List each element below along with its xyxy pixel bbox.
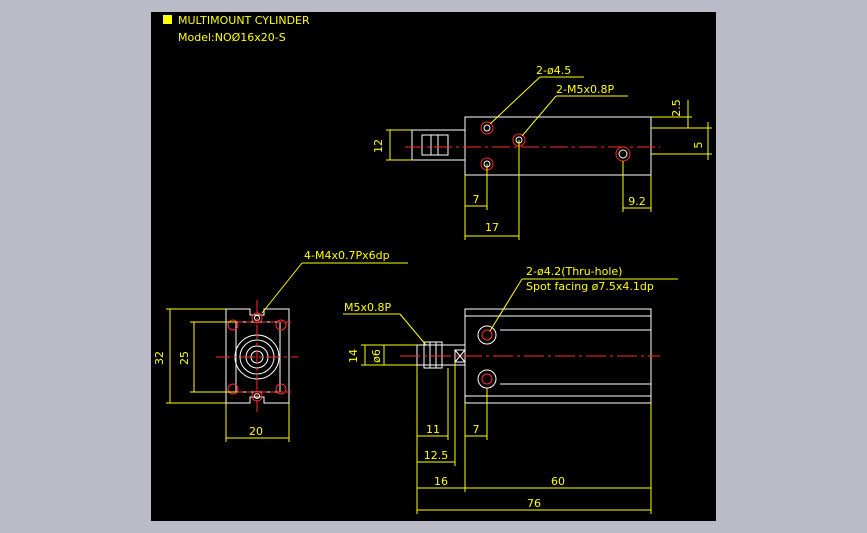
side-dim-rod-height: 14 [347, 349, 360, 363]
side-spot-callout: Spot facing ø7.5x4.1dp [526, 280, 654, 293]
top-dim-right: 9.2 [628, 195, 646, 208]
side-dim-rod-dia: ø6 [370, 349, 383, 363]
drawing-canvas: MULTIMOUNT CYLINDER Model:NOØ16x20-S [153, 14, 712, 514]
top-dim-width: 17 [485, 221, 499, 234]
front-view [166, 262, 408, 442]
side-dim-76: 76 [527, 497, 541, 510]
top-tap-callout: 2-M5x0.8P [556, 83, 614, 96]
side-port-callout: M5x0.8P [344, 301, 391, 314]
side-dim-7: 7 [473, 423, 480, 436]
front-dim-inner: 25 [178, 351, 191, 365]
side-dim-11: 11 [426, 423, 440, 436]
front-dim-outer: 32 [153, 351, 166, 365]
top-dim-height: 12 [372, 139, 385, 153]
side-dim-60: 60 [551, 475, 565, 488]
top-view [386, 76, 712, 240]
side-dim-16: 16 [434, 475, 448, 488]
top-view-rod [411, 129, 466, 161]
drawing-title: MULTIMOUNT CYLINDER [178, 14, 310, 27]
cad-viewport[interactable]: MULTIMOUNT CYLINDER Model:NOØ16x20-S [151, 12, 716, 521]
top-hole-callout: 2-ø4.5 [536, 64, 571, 77]
top-dim-pitch: 5 [692, 142, 705, 149]
drawing-model: Model:NOØ16x20-S [178, 31, 286, 44]
front-tap-callout: 4-M4x0.7Px6dp [304, 249, 390, 262]
side-view [343, 278, 678, 514]
top-dim-left: 7 [473, 193, 480, 206]
side-dim-12-5: 12.5 [424, 449, 449, 462]
side-thru-callout: 2-ø4.2(Thru-hole) [526, 265, 622, 278]
title-marker-icon [163, 15, 172, 24]
top-dim-edge: 2.5 [670, 99, 683, 117]
front-dim-width: 20 [249, 425, 263, 438]
